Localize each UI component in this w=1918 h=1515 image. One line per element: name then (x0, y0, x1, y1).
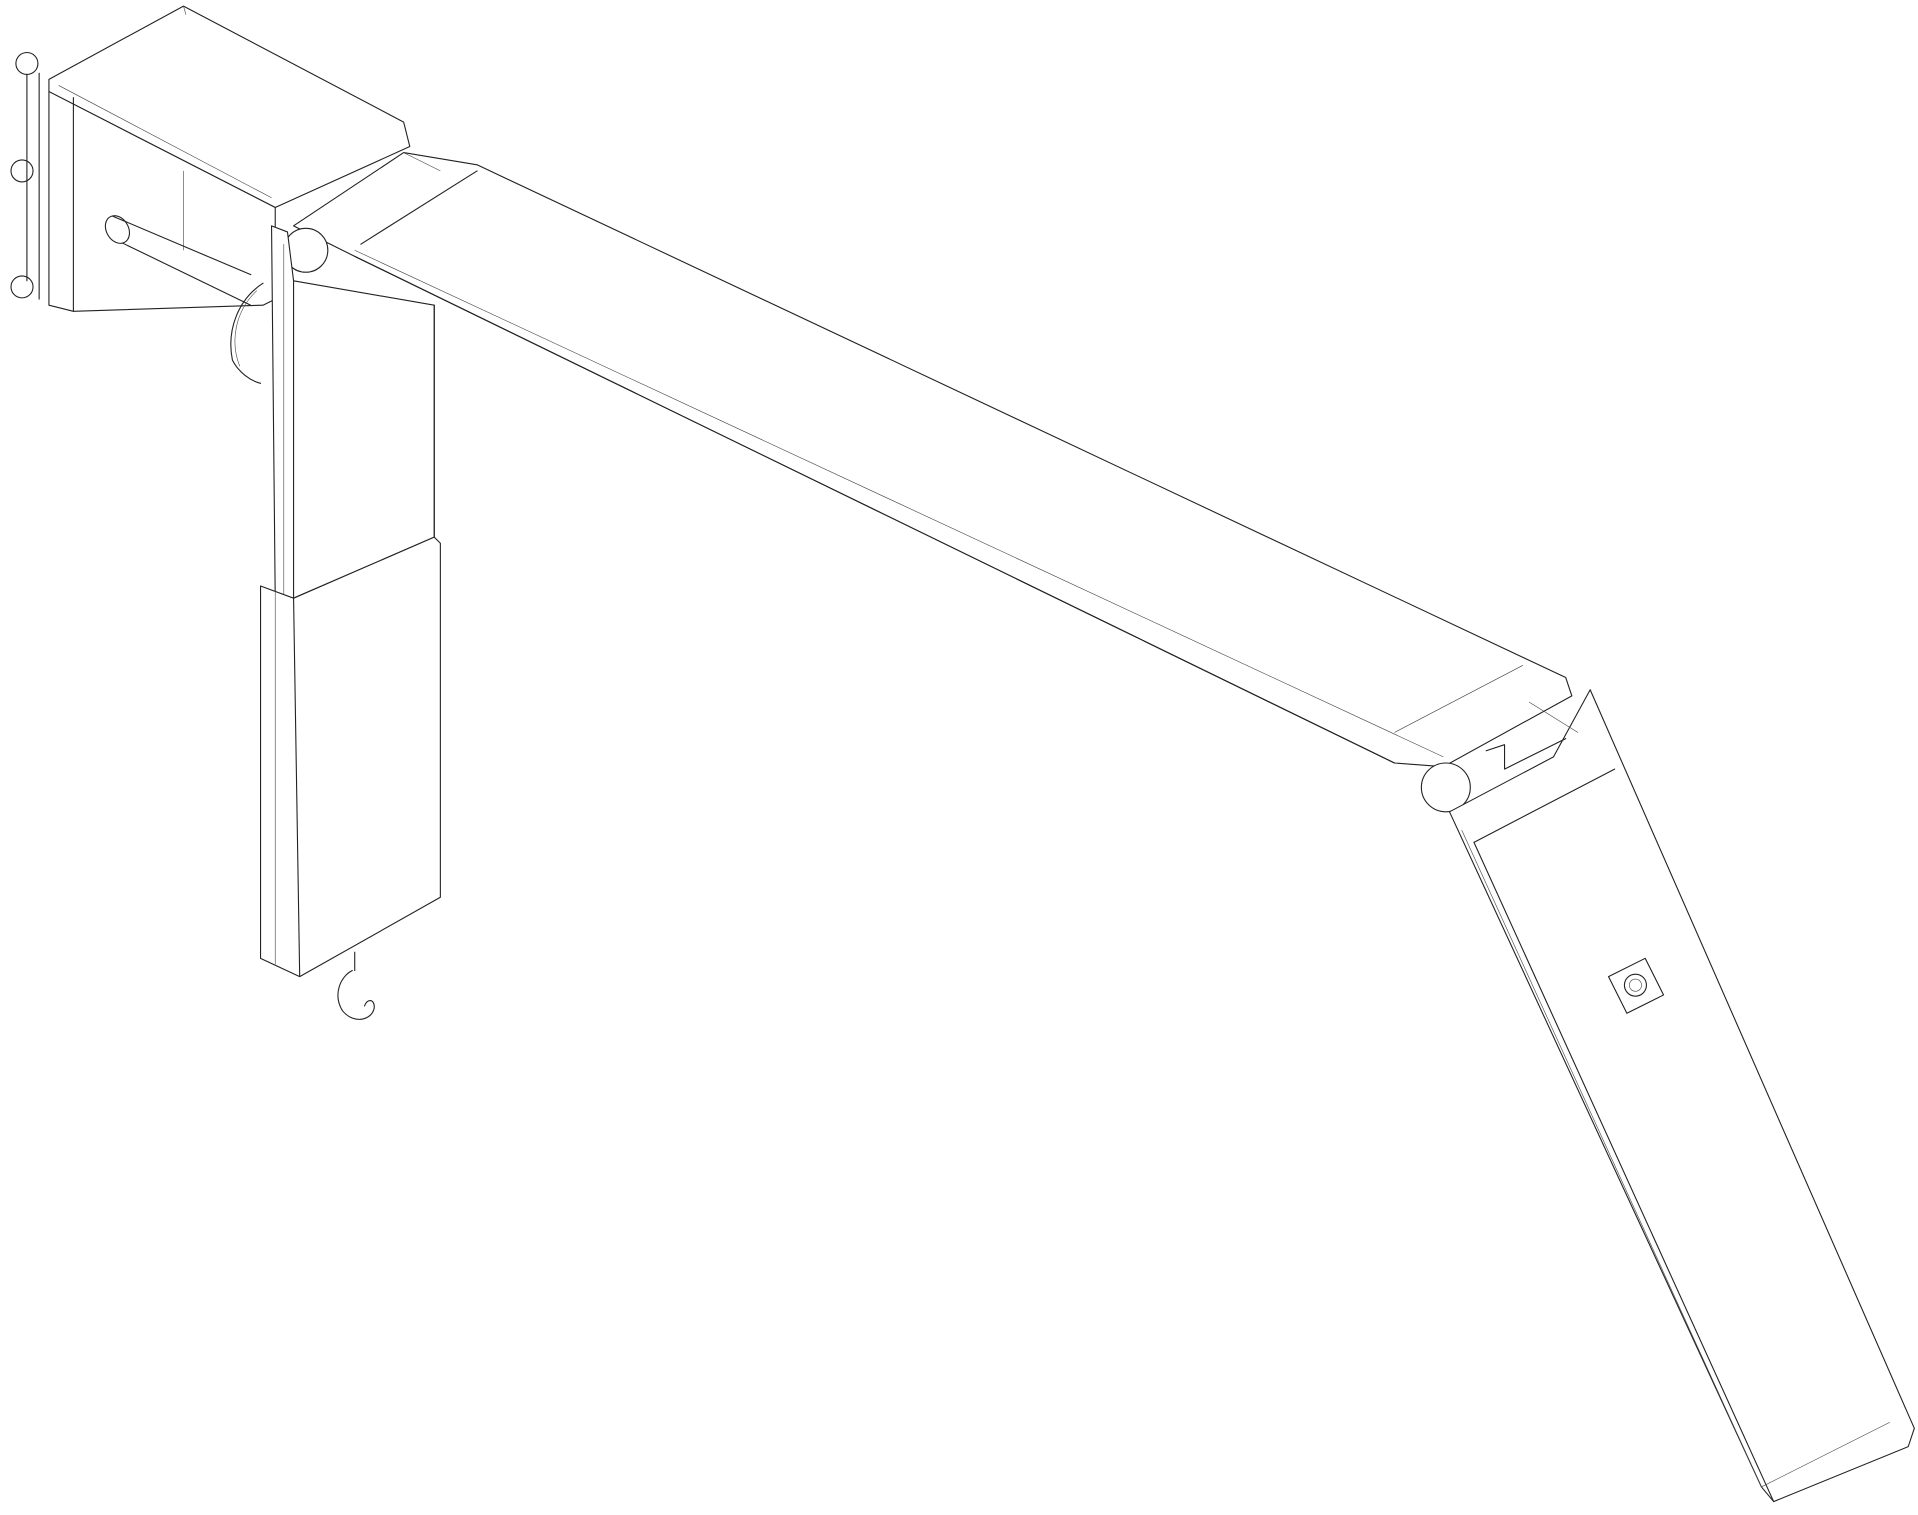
control-button (1607, 957, 1665, 1014)
cable (230, 282, 264, 384)
hook (337, 951, 375, 1020)
wall-bracket (48, 5, 411, 312)
horizontal-arm (283, 152, 1573, 813)
telescopic-column (259, 225, 441, 978)
support-peg (104, 215, 252, 306)
mounting-knobs (10, 51, 40, 300)
angled-leg (1448, 689, 1915, 1503)
